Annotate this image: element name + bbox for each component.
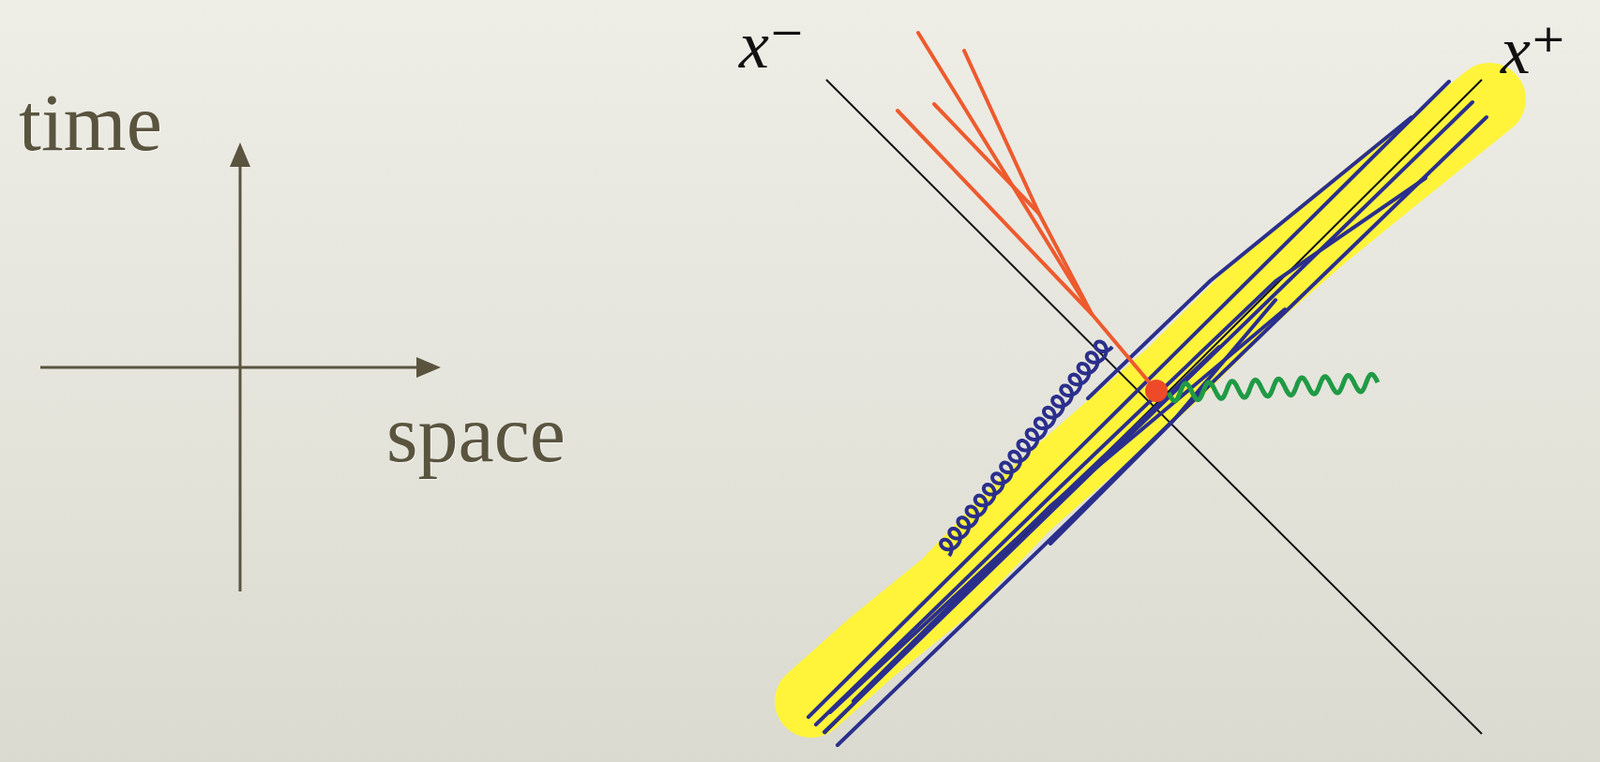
parton-line	[808, 81, 1450, 718]
vertex-dot	[1145, 379, 1168, 403]
x-plus-axis	[824, 79, 1482, 735]
quark-line	[964, 50, 1157, 392]
axes	[40, 142, 441, 592]
light-cone-axes	[824, 79, 1482, 735]
axis-label: time	[18, 82, 163, 164]
axis-label: space	[386, 393, 566, 475]
photon-line	[1168, 374, 1378, 401]
parton-line	[837, 117, 1487, 746]
gluon-line	[940, 341, 1113, 557]
light-cone-label: x⁺	[1500, 16, 1567, 85]
parton-line	[815, 178, 1426, 725]
jet-lines	[897, 32, 1157, 392]
time-axis	[239, 159, 242, 592]
jet-line	[934, 104, 1040, 214]
parton-line	[824, 102, 1473, 733]
space-axis	[40, 366, 423, 370]
arrow-head	[416, 357, 441, 378]
parton-lines	[808, 81, 1487, 746]
parton-line	[1050, 300, 1276, 544]
jet-line	[918, 32, 1092, 315]
jet-line	[897, 110, 1092, 315]
arrow-head	[229, 142, 251, 167]
light-cone-label: x⁻	[739, 11, 805, 79]
parton-line	[1087, 117, 1412, 399]
